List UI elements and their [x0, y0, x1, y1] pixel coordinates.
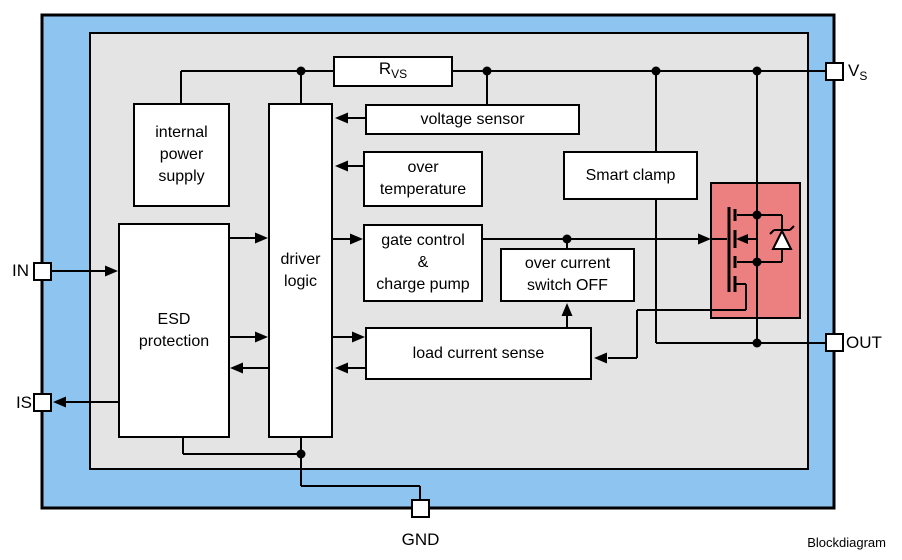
mosfet-body-arrow: [736, 234, 748, 244]
power-mosfet-icon: [711, 207, 795, 292]
block-over-temperature: over temperature: [363, 151, 483, 207]
block-voltage-sensor: voltage sensor: [365, 104, 580, 135]
block-internal-power-supply: internal power supply: [133, 103, 230, 207]
block-esd-protection: ESD protection: [118, 223, 230, 438]
in-pin-label: IN: [12, 261, 29, 280]
is-pin-pad: [33, 393, 52, 412]
block-over-current-switch-off: over current switch OFF: [500, 248, 635, 302]
vs-pin-pad: [825, 62, 844, 81]
gnd-pin-label: GND: [401, 530, 440, 549]
block-load-current-sense: load current sense: [365, 327, 592, 380]
wires: [51, 70, 826, 500]
in-pin-pad: [33, 262, 52, 281]
power-fet-cell: [710, 182, 801, 319]
diagram-caption: Blockdiagram: [807, 535, 886, 550]
is-pin-label: IS: [15, 393, 32, 412]
out-pin-label: OUT: [846, 333, 882, 352]
junction-dots: [296, 66, 762, 459]
block-gate-control-charge-pump: gate control & charge pump: [363, 224, 483, 302]
out-pin-pad: [825, 333, 844, 352]
block-rvs: RVS: [333, 56, 453, 87]
gnd-pin-pad: [411, 499, 430, 518]
pin-pads: [33, 62, 844, 518]
block-smart-clamp: Smart clamp: [563, 151, 698, 200]
block-driver-logic: driver logic: [268, 103, 333, 438]
vs-pin-label: VS: [848, 61, 868, 84]
arrowheads: [53, 112, 711, 408]
